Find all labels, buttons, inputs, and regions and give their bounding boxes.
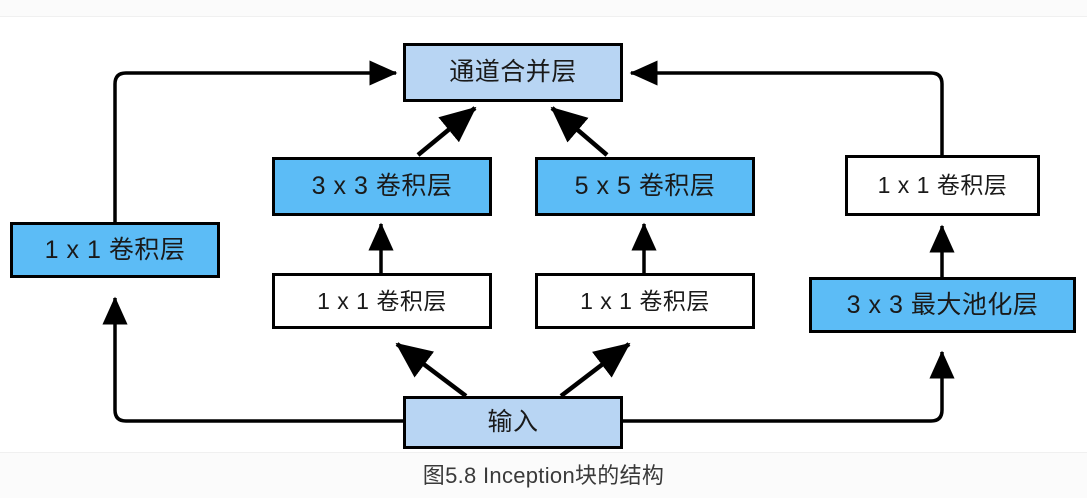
node-branch1-conv1x1[interactable]: 1 x 1 卷积层	[10, 222, 220, 278]
bottom-background-strip	[0, 452, 1087, 498]
node-branch3-conv1x1-label: 1 x 1 卷积层	[580, 287, 710, 314]
node-branch4-maxpool-label: 3 x 3 最大池化层	[846, 290, 1039, 319]
edge-input-to-branch2-conv1x1	[395, 342, 468, 398]
node-branch3-conv5x5[interactable]: 5 x 5 卷积层	[535, 157, 755, 216]
edge-branch4-to-concat	[629, 60, 944, 155]
top-background-strip	[0, 0, 1087, 17]
node-branch1-conv1x1-label: 1 x 1 卷积层	[44, 235, 186, 264]
node-branch3-conv1x1[interactable]: 1 x 1 卷积层	[535, 273, 755, 329]
node-branch3-conv5x5-label: 5 x 5 卷积层	[574, 172, 716, 200]
node-branch2-conv3x3[interactable]: 3 x 3 卷积层	[272, 157, 492, 216]
edge-branch3-conv5x5-to-concat	[550, 106, 609, 157]
figure-caption: 图5.8 Inception块的结构	[422, 463, 665, 488]
node-input-label: 输入	[487, 408, 539, 436]
edge-branch1-to-concat	[113, 60, 398, 222]
node-branch4-maxpool[interactable]: 3 x 3 最大池化层	[809, 277, 1076, 333]
node-branch2-conv1x1[interactable]: 1 x 1 卷积层	[272, 273, 492, 329]
edge-input-to-branch4	[623, 350, 955, 423]
node-branch4-conv1x1-label: 1 x 1 卷积层	[877, 172, 1008, 198]
node-branch2-conv3x3-label: 3 x 3 卷积层	[311, 172, 453, 200]
node-concat-layer[interactable]: 通道合并层	[403, 43, 623, 102]
node-input[interactable]: 输入	[403, 396, 623, 449]
node-concat-layer-label: 通道合并层	[449, 58, 577, 86]
edge-branch2-conv3x3-to-concat	[416, 106, 477, 157]
node-branch2-conv1x1-label: 1 x 1 卷积层	[317, 287, 447, 314]
node-branch4-conv1x1[interactable]: 1 x 1 卷积层	[845, 155, 1040, 216]
edge-input-to-branch1	[102, 296, 403, 423]
edge-input-to-branch3-conv1x1	[559, 342, 631, 398]
